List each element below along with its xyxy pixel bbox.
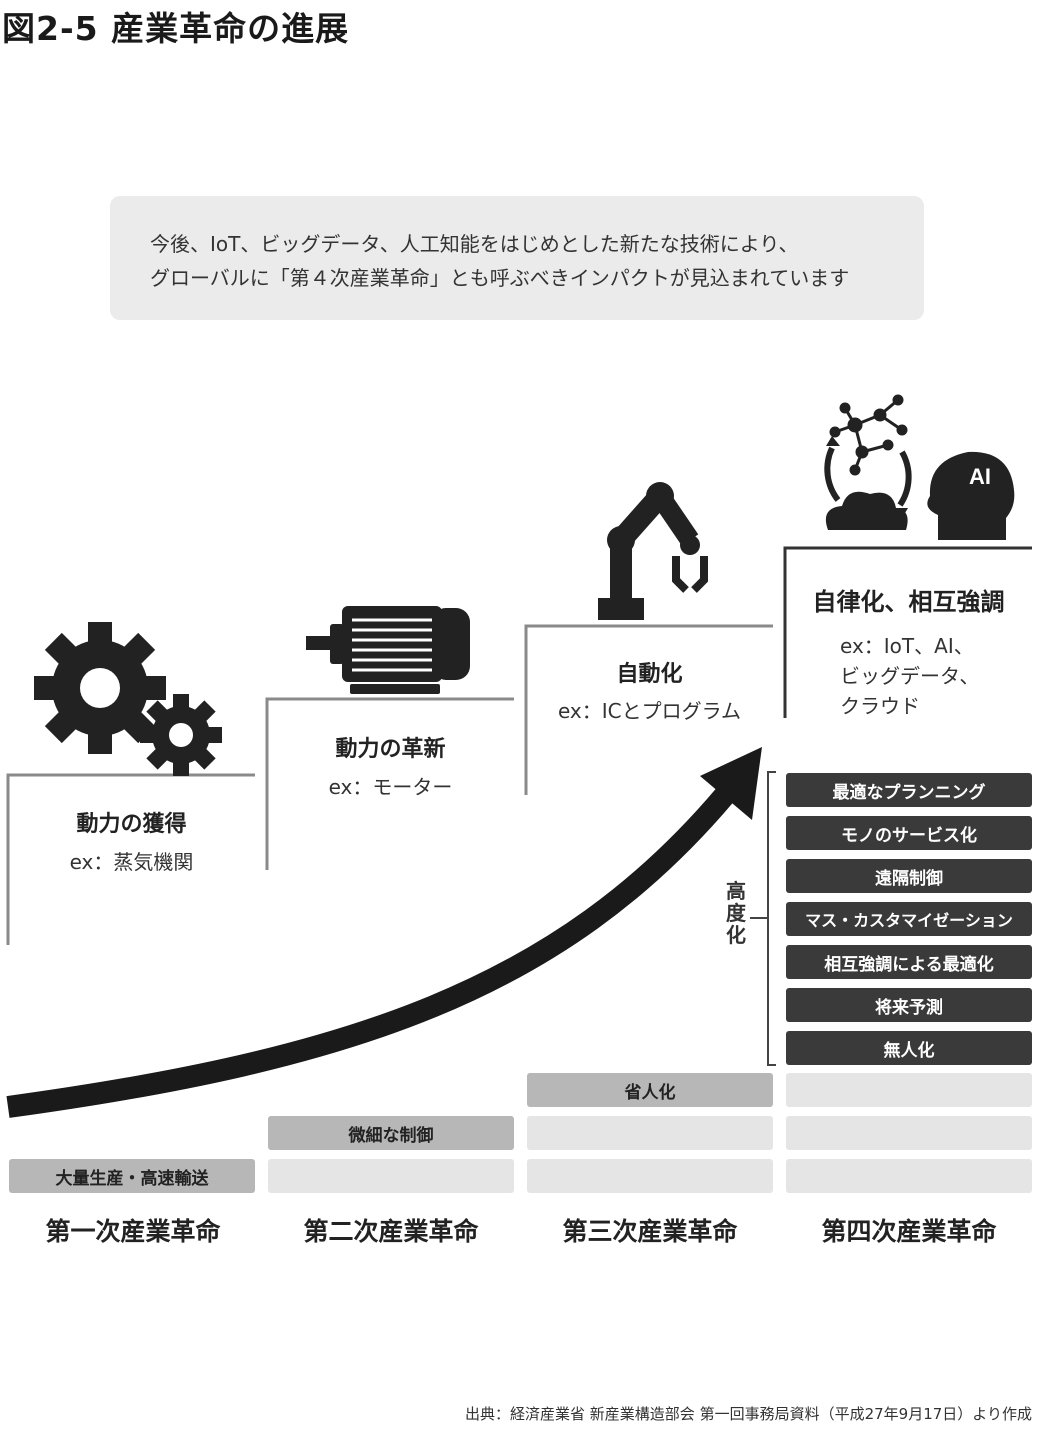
era4-bar-prediction: 将来予測 <box>786 988 1032 1022</box>
cloud-icon <box>825 491 908 530</box>
step-2-example: ex：モーター <box>328 775 453 799</box>
source-note: 出典：経済産業省 新産業構造部会 第一回事務局資料（平成27年9月17日）より作… <box>465 1405 1032 1423</box>
callout-box: 今後、IoT、ビッグデータ、人工知能をはじめとした新たな技術により、 グローバル… <box>110 196 924 320</box>
step-2-outline <box>265 697 514 870</box>
era4-bar-optimization: 相互強調による最適化 <box>786 945 1032 979</box>
figure-title: 図2-5 産業革命の進展 <box>2 9 350 48</box>
step-3-outline <box>524 624 773 795</box>
cycle-arrow-left <box>824 446 841 502</box>
era3-bar-labor-saving: 省人化 <box>527 1073 773 1107</box>
gears-icon <box>34 622 222 776</box>
era1-bar-mass-production: 大量生産・高速輸送 <box>9 1159 255 1193</box>
era3-bar-fill-1 <box>527 1116 773 1150</box>
motor-icon <box>306 606 470 694</box>
network-icon <box>829 394 908 476</box>
robot-arm-icon <box>598 482 708 620</box>
era-label-2: 第二次産業革命 <box>303 1217 479 1246</box>
step-1-example: ex：蒸気機関 <box>69 850 194 874</box>
step-2-name: 動力の革新 <box>335 737 446 762</box>
era-label-3: 第三次産業革命 <box>562 1217 738 1246</box>
callout-line-1: 今後、IoT、ビッグデータ、人工知能をはじめとした新たな技術により、 <box>150 232 799 256</box>
step-1-outline <box>6 773 255 945</box>
era4-bar-unmanned: 無人化 <box>786 1031 1032 1065</box>
era-label-1: 第一次産業革命 <box>45 1217 221 1246</box>
step-4-example-line-3: クラウド <box>840 694 920 718</box>
step-4-example-line-2: ビッグデータ、 <box>840 664 980 688</box>
step-4-example-line-1: ex：IoT、AI、 <box>840 634 974 658</box>
era4-bar-remote-control: 遠隔制御 <box>786 859 1032 893</box>
callout-line-2: グローバルに「第４次産業革命」とも呼ぶべきインパクトが見込まれています <box>150 266 850 290</box>
era4-bar-fill-3 <box>786 1159 1032 1193</box>
step-3-example: ex：ICとプログラム <box>557 699 742 723</box>
step-4-outline <box>783 546 1032 718</box>
era2-bar-fill-1 <box>268 1159 514 1193</box>
growth-arrow <box>6 747 762 1118</box>
era4-bar-mass-customization: マス・カスタマイゼーション <box>786 902 1032 936</box>
era4-bar-planning: 最適なプランニング <box>786 773 1032 807</box>
cycle-arrow-right <box>897 450 912 507</box>
era4-bar-servitization: モノのサービス化 <box>786 816 1032 850</box>
step-outlines <box>6 546 1032 945</box>
era-label-4: 第四次産業革命 <box>821 1217 997 1246</box>
bracket <box>750 771 776 1066</box>
step-3-name: 自動化 <box>616 662 683 687</box>
network-cloud-ai-icon: AI <box>824 394 1015 540</box>
head-icon <box>927 451 1015 540</box>
advancement-label: 高度化 <box>726 879 746 947</box>
ai-icon-text: AI <box>969 464 991 489</box>
era3-bar-fill-2 <box>527 1159 773 1193</box>
era4-bar-fill-2 <box>786 1116 1032 1150</box>
step-4-name: 自律化、相互強調 <box>812 588 1005 616</box>
era2-bar-fine-control: 微細な制御 <box>268 1116 514 1150</box>
step-1-name: 動力の獲得 <box>76 812 187 837</box>
era4-bar-fill-1 <box>786 1073 1032 1107</box>
